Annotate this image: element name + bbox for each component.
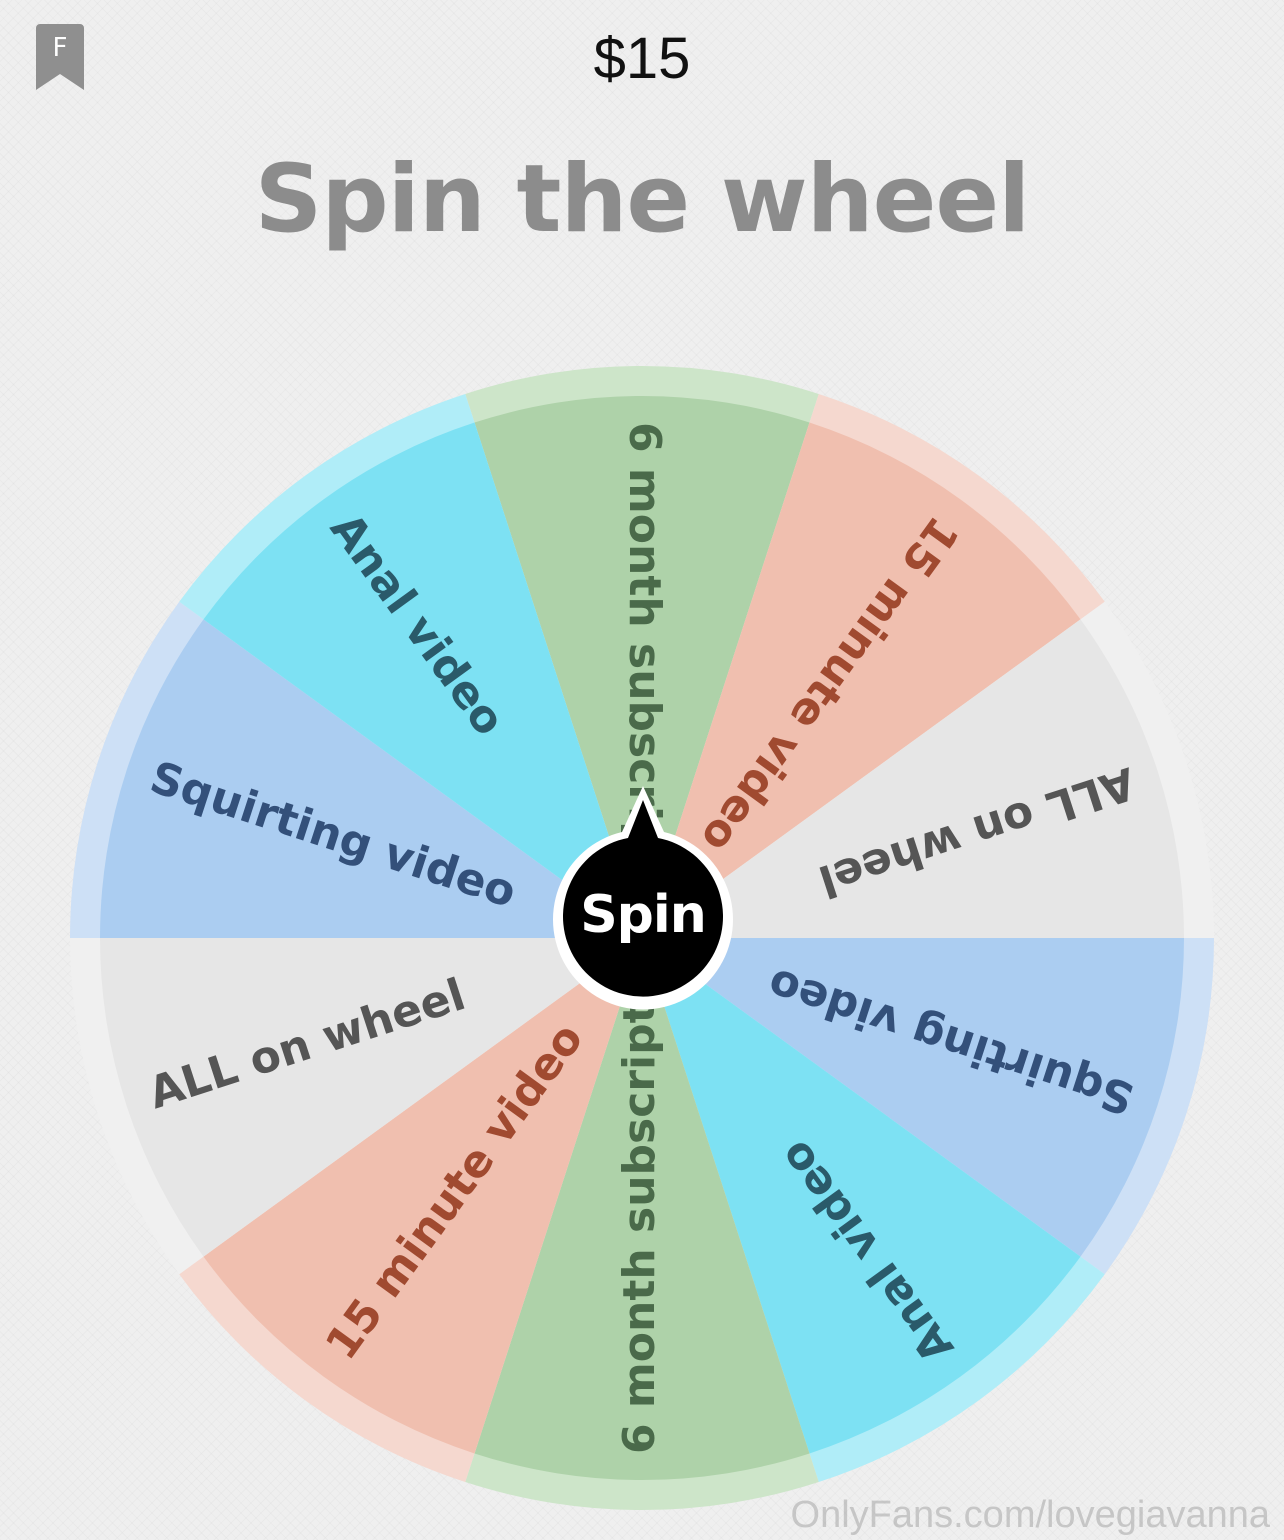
- price-label: $15: [593, 26, 691, 91]
- wheel-segment: [100, 938, 642, 1257]
- bookmark-letter: F: [53, 33, 68, 63]
- spin-button[interactable]: Spin: [548, 780, 738, 1030]
- wheel-segment-label: 6 month subscription: [614, 926, 665, 1454]
- page-title: Spin the wheel: [254, 145, 1031, 254]
- wheel-segment: [642, 938, 1184, 1257]
- wheel-segment: [474, 396, 810, 939]
- spin-label: Spin: [580, 885, 707, 945]
- bookmark-icon[interactable]: F: [36, 24, 84, 90]
- watermark: OnlyFans.com/lovegiavanna: [790, 1494, 1270, 1536]
- wheel-segment: [642, 422, 1081, 938]
- wheel-segment: [474, 938, 810, 1480]
- wheel-segment: [203, 422, 642, 938]
- spin-pointer-icon: [553, 786, 733, 1010]
- wheel-segment: [642, 938, 1081, 1454]
- wheel-segment: [203, 938, 642, 1454]
- wheel-segment: [100, 619, 642, 938]
- wheel-segment: [642, 619, 1184, 938]
- bookmark-icon-shape: F: [36, 24, 84, 90]
